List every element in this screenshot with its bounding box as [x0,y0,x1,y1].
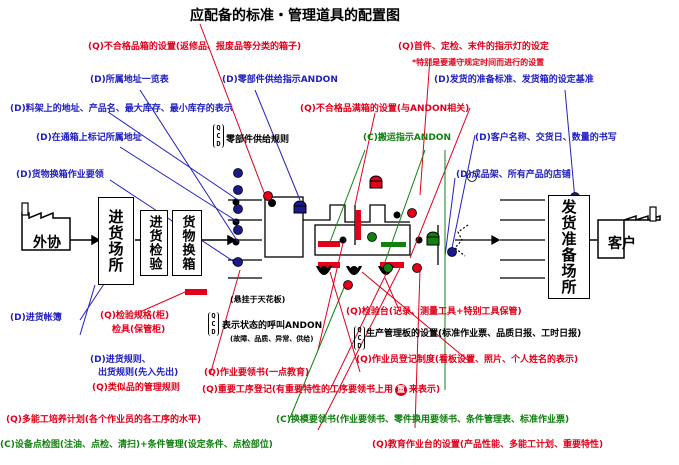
reject-box-markers [185,210,406,295]
inspection-node: 进货检验 [140,210,168,276]
label-inspect-table: (Q)检验台(记录、测量工具+特别工具保管) [346,307,522,317]
qcd-q: Q [216,124,221,132]
label-reject-box: (Q)不合格品箱的设置(返修品、报废品等分类的箱子) [88,42,302,52]
label-hang-sign: (悬挂于天花板) [230,295,286,304]
work-area [264,196,439,265]
qcd-c: C [211,320,216,328]
qcd-d: D [211,328,216,336]
page-title: 应配备的标准・管理道具的配置图 [190,8,400,24]
label-inspect-spec: (Q)检验规格(柜) [100,311,170,321]
qcd-q: Q [211,312,216,320]
supplier-label: 外协 [33,235,61,251]
transfer-node: 货物换箱 [172,210,202,276]
label-special-time: *特别是要遵守规定时间而进行的设置 [412,58,545,67]
qcd-q: Q [357,326,362,334]
label-customer-info: (D)客户名称、交货日、数量的书写 [475,133,617,143]
label-key-process: (Q)重要工序登记(有重要特性的工序要领书上用重来表示) [202,384,440,396]
key-process-mark: 重 [395,384,407,396]
green-tag-circles [367,232,393,273]
label-instruction-lamp: (Q)首件、定检、末件的指示灯的设定 [398,42,549,52]
label-finished-rack: (D)成品架、所有产品的店铺 [456,170,571,180]
label-parts-andon: (D)零部件供给指示ANDON [222,75,338,85]
label-worker-register: (Q)作业员登记制度(看板设置、照片、个人姓名的表示) [356,355,579,365]
label-management-board: 生产管理板的设置(标准作业票、品质日报、工时日报) [366,329,582,339]
label-status-kinds: (故障、品质、异常、供给) [230,335,314,343]
label-multi-skill: (Q)多能工培养计划(各个作业员的各工序的水平) [6,415,202,425]
andon-lamps [293,175,440,246]
key-process-tail: 来表示) [409,385,441,395]
label-education-table: (Q)教育作业台的设置(产品性能、多能工计划、重要特性) [372,440,604,450]
label-reject-full: (Q)不合格品满箱的设置(与ANDON相关) [300,104,470,114]
label-model-change: (C)换模要领书(作业要领书、零件换用要领书、条件管理表、标准作业票) [276,415,570,425]
tag-circles [233,168,580,267]
label-parts-rule: 零部件供给规则 [226,135,290,145]
label-receiving-rule: (D)进货规则、 [90,355,151,365]
qcd-c: C [216,132,221,140]
label-shipping-std: (D)发货的准备标准、发货箱的设定基准 [434,75,594,85]
label-address-list: (D)所属地址一览表 [90,75,169,85]
label-work-book: (Q)作业要领书(一点教育) [204,368,310,378]
label-box-change: (D)货物换箱作业要领 [16,170,104,180]
label-equipment-check: (C)设备点检图(注油、点检、清扫)+条件管理(设定条件、点检部位) [0,440,273,450]
qcd-d: D [357,342,362,350]
label-status-andon: 表示状态的呼叫ANDON [222,321,323,331]
qcd-d: D [216,140,221,148]
label-similar-goods: (Q)类似品的管理规则 [92,383,180,393]
label-pass-box: (D)在通箱上标记所属地址 [36,133,142,143]
supplier-factory-icon [21,202,71,251]
receiving-node: 进货场所 [98,197,134,285]
customer-label: 客户 [608,236,636,252]
key-process-text: (Q)重要工序登记(有重要特性的工序要领书上用 [202,385,393,395]
label-material-address: (D)料架上的地址、产品名、最大库存、最小库存的表示 [10,104,233,114]
label-inspect-sample: 检具(保管柜) [112,325,166,335]
qcd-c: C [357,334,362,342]
customer-factory-icon [597,206,661,259]
shipping-node: 发货准备场所 [548,195,590,299]
label-receiving-book: (D)进货帐簿 [10,313,62,323]
leader-lines [79,23,576,431]
finished-rack [454,199,545,279]
red-tag-circles [263,191,422,290]
label-transport-andon: (C)搬运指示ANDON [363,133,451,143]
label-fifo: 出货规则(先入先出) [98,368,179,378]
